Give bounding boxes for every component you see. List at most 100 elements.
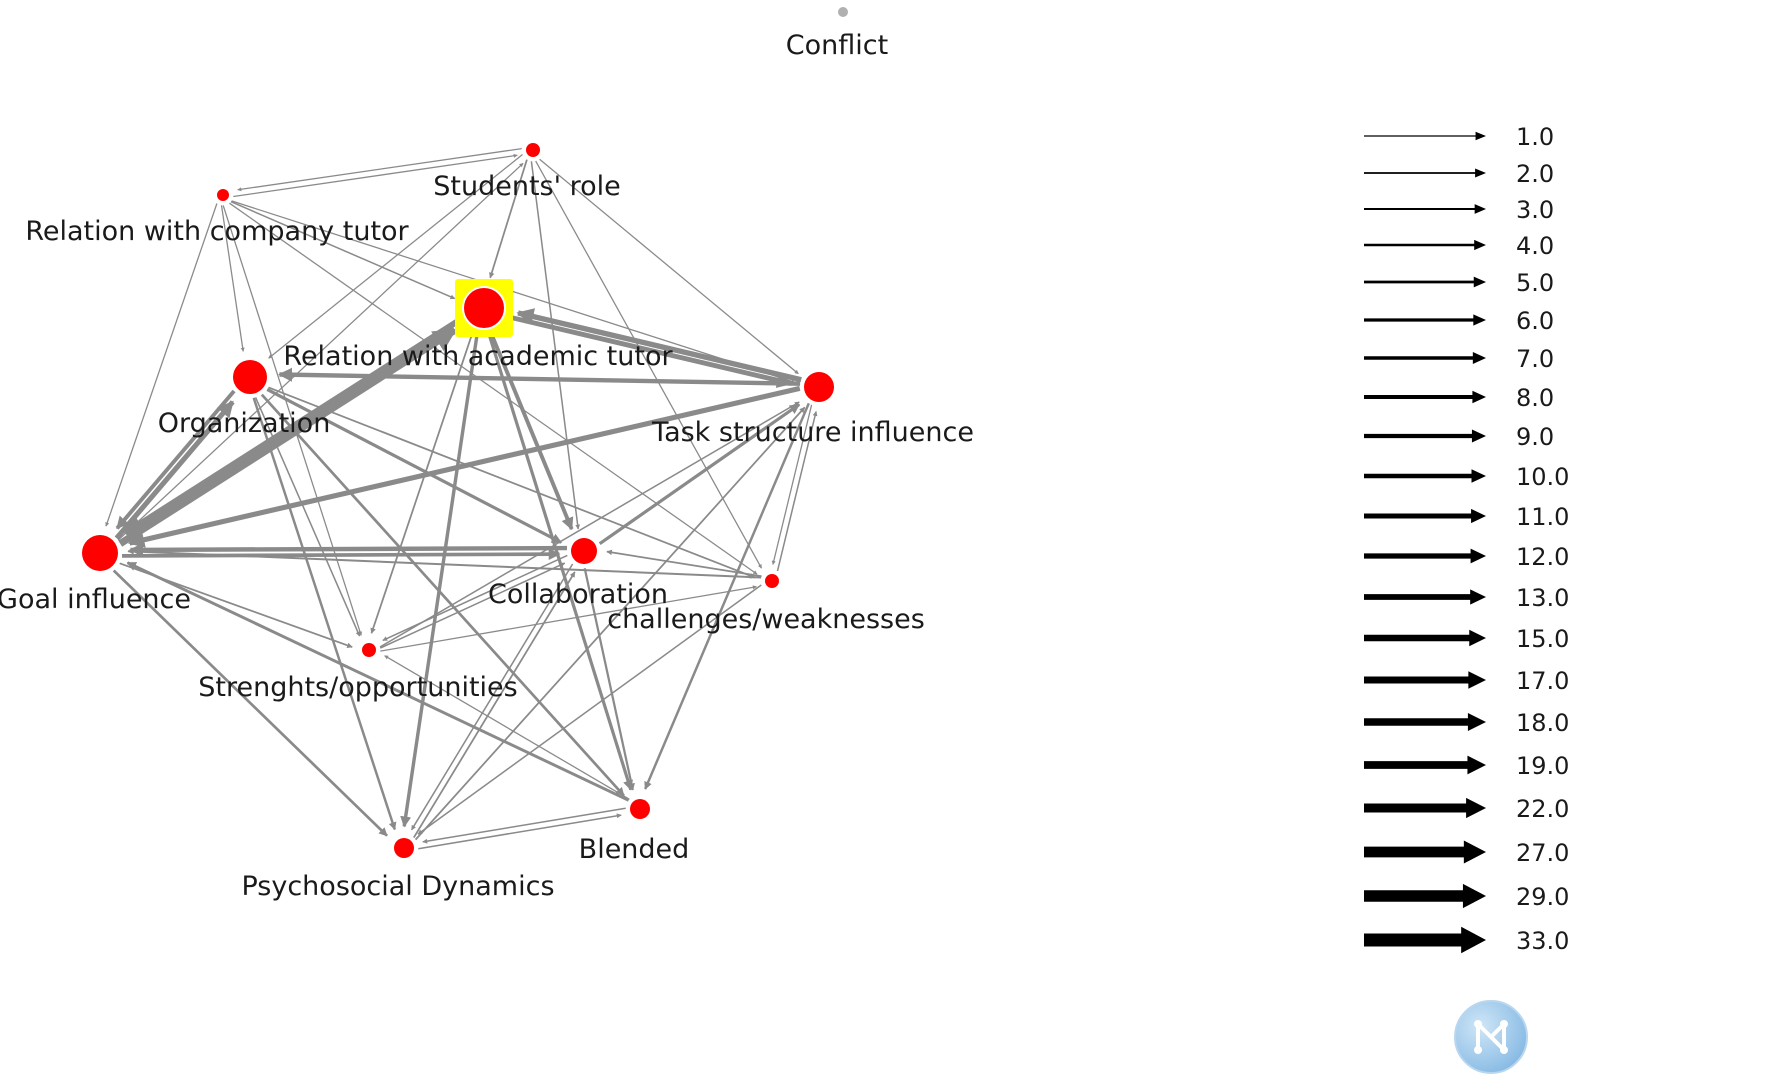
edge-psychosocial-to-collaboration	[413, 571, 576, 839]
edge-students_role-to-academic_tutor	[489, 159, 528, 279]
node-collaboration[interactable]: Collaboration	[488, 538, 668, 610]
edge-blended-to-strengths	[384, 655, 630, 800]
legend-arrow-head	[1467, 712, 1486, 732]
node-marker[interactable]	[233, 360, 267, 394]
legend-weight-label: 17.0	[1516, 667, 1569, 695]
edge-organization-to-collaboration	[266, 387, 563, 544]
node-marker[interactable]	[571, 538, 597, 564]
node-blended[interactable]: Blended	[579, 799, 690, 865]
legend-weight-label: 11.0	[1516, 503, 1569, 531]
edge-strengths-to-challenges	[380, 585, 757, 652]
edge-goal_influence-to-collaboration	[121, 548, 561, 561]
legend-item: 11.0	[1364, 503, 1569, 531]
legend-arrow-head	[1463, 840, 1486, 864]
node-marker[interactable]	[394, 838, 414, 858]
node-marker[interactable]	[82, 535, 118, 571]
node-task-structure[interactable]: Task structure influence	[651, 372, 974, 448]
edge-weight-legend: 1.02.03.04.05.06.07.08.09.010.011.012.01…	[1364, 123, 1569, 955]
node-label: Conflict	[786, 30, 888, 61]
node-label: Relation with academic tutor	[283, 341, 673, 372]
edge-goal_influence-to-organization	[114, 400, 235, 540]
edge-collaboration-to-psychosocial	[410, 563, 574, 831]
edge-task_structure-to-goal_influence	[128, 385, 801, 548]
edge-goal_influence-to-strengths	[119, 562, 353, 649]
node-marker[interactable]	[462, 286, 506, 330]
legend-item: 5.0	[1364, 269, 1554, 297]
edge-collaboration-to-goal_influence	[128, 542, 568, 557]
legend-arrow-head	[1471, 469, 1486, 483]
edge-psychosocial-to-task_structure	[414, 406, 806, 841]
node-organization[interactable]: Organization	[158, 360, 331, 439]
legend-weight-label: 22.0	[1516, 795, 1569, 823]
node-academic-tutor[interactable]: Relation with academic tutor	[283, 279, 673, 372]
node-marker[interactable]	[765, 574, 779, 588]
edge-company_tutor-to-academic_tutor	[230, 201, 456, 300]
legend-weight-label: 3.0	[1516, 196, 1554, 224]
node-psychosocial[interactable]: Psychosocial Dynamics	[241, 838, 555, 902]
node-label: Psychosocial Dynamics	[241, 871, 554, 902]
legend-weight-label: 29.0	[1516, 883, 1569, 911]
legend-item: 2.0	[1364, 160, 1554, 188]
legend-arrow-head	[1472, 390, 1486, 404]
legend-arrow-head	[1475, 131, 1486, 141]
node-goal-influence[interactable]: Goal influence	[0, 535, 191, 615]
node-marker[interactable]	[362, 643, 376, 657]
node-marker[interactable]	[217, 189, 229, 201]
edge-organization-to-psychosocial	[252, 397, 397, 831]
edge-company_tutor-to-challenges	[229, 202, 758, 575]
edge-organization-to-challenges	[268, 386, 756, 579]
node-students-role[interactable]: Students' role	[433, 143, 621, 202]
edge-students_role-to-task_structure	[539, 158, 799, 375]
edge-goal_influence-to-psychosocial	[112, 569, 388, 837]
node-marker[interactable]	[630, 799, 650, 819]
edge-task_structure-to-academic_tutor	[516, 308, 802, 383]
edge-blended-to-goal_influence	[126, 561, 630, 802]
legend-item: 29.0	[1364, 883, 1569, 911]
edge-challenges-to-collaboration	[606, 549, 762, 578]
edge-company_tutor-to-strengths	[222, 205, 363, 636]
legend-weight-label: 15.0	[1516, 625, 1569, 653]
edge-organization-to-goal_influence	[115, 389, 236, 530]
legend-arrow-head	[1475, 168, 1486, 178]
legend-arrow-head	[1474, 204, 1486, 214]
node-marker[interactable]	[804, 372, 834, 402]
legend-item: 12.0	[1364, 543, 1569, 571]
node-company-tutor[interactable]: Relation with company tutor	[25, 189, 410, 247]
node-label: Collaboration	[488, 579, 668, 610]
legend-weight-label: 1.0	[1516, 123, 1554, 151]
legend-arrow-head	[1472, 352, 1486, 364]
node-label: Students' role	[433, 171, 621, 202]
node-marker[interactable]	[526, 143, 540, 157]
legend-arrow-head	[1474, 239, 1486, 251]
node-label: Strenghts/opportunities	[198, 672, 517, 703]
legend-arrow-head	[1470, 589, 1486, 605]
legend-weight-label: 6.0	[1516, 307, 1554, 335]
legend-weight-label: 9.0	[1516, 423, 1554, 451]
legend-weight-label: 8.0	[1516, 384, 1554, 412]
legend-arrow-head	[1468, 671, 1486, 689]
legend-item: 7.0	[1364, 345, 1554, 373]
legend-arrow-head	[1462, 883, 1486, 909]
edge-academic_tutor-to-collaboration	[488, 331, 574, 531]
legend-weight-label: 13.0	[1516, 584, 1569, 612]
edge-students_role-to-organization	[268, 154, 523, 359]
edge-challenges-to-task_structure	[776, 411, 818, 572]
edge-collaboration-to-blended	[583, 567, 635, 791]
edge-collaboration-to-strengths	[382, 554, 568, 642]
legend-weight-label: 18.0	[1516, 709, 1569, 737]
edge-strengths-to-collaboration	[379, 562, 566, 649]
edge-students_role-to-collaboration	[530, 161, 581, 530]
legend-weight-label: 4.0	[1516, 232, 1554, 260]
node-challenges[interactable]: challenges/weaknesses	[607, 574, 925, 635]
edge-students_role-to-challenges	[535, 160, 763, 569]
legend-weight-label: 5.0	[1516, 269, 1554, 297]
legend-arrow-head	[1473, 314, 1486, 326]
legend-item: 19.0	[1364, 752, 1569, 780]
node-strengths[interactable]: Strenghts/opportunities	[198, 643, 518, 703]
node-conflict[interactable]: Conflict	[786, 7, 888, 61]
node-marker[interactable]	[838, 7, 848, 17]
legend-item: 15.0	[1364, 625, 1569, 653]
legend-arrow-head	[1473, 276, 1486, 288]
edge-psychosocial-to-blended	[418, 813, 622, 850]
